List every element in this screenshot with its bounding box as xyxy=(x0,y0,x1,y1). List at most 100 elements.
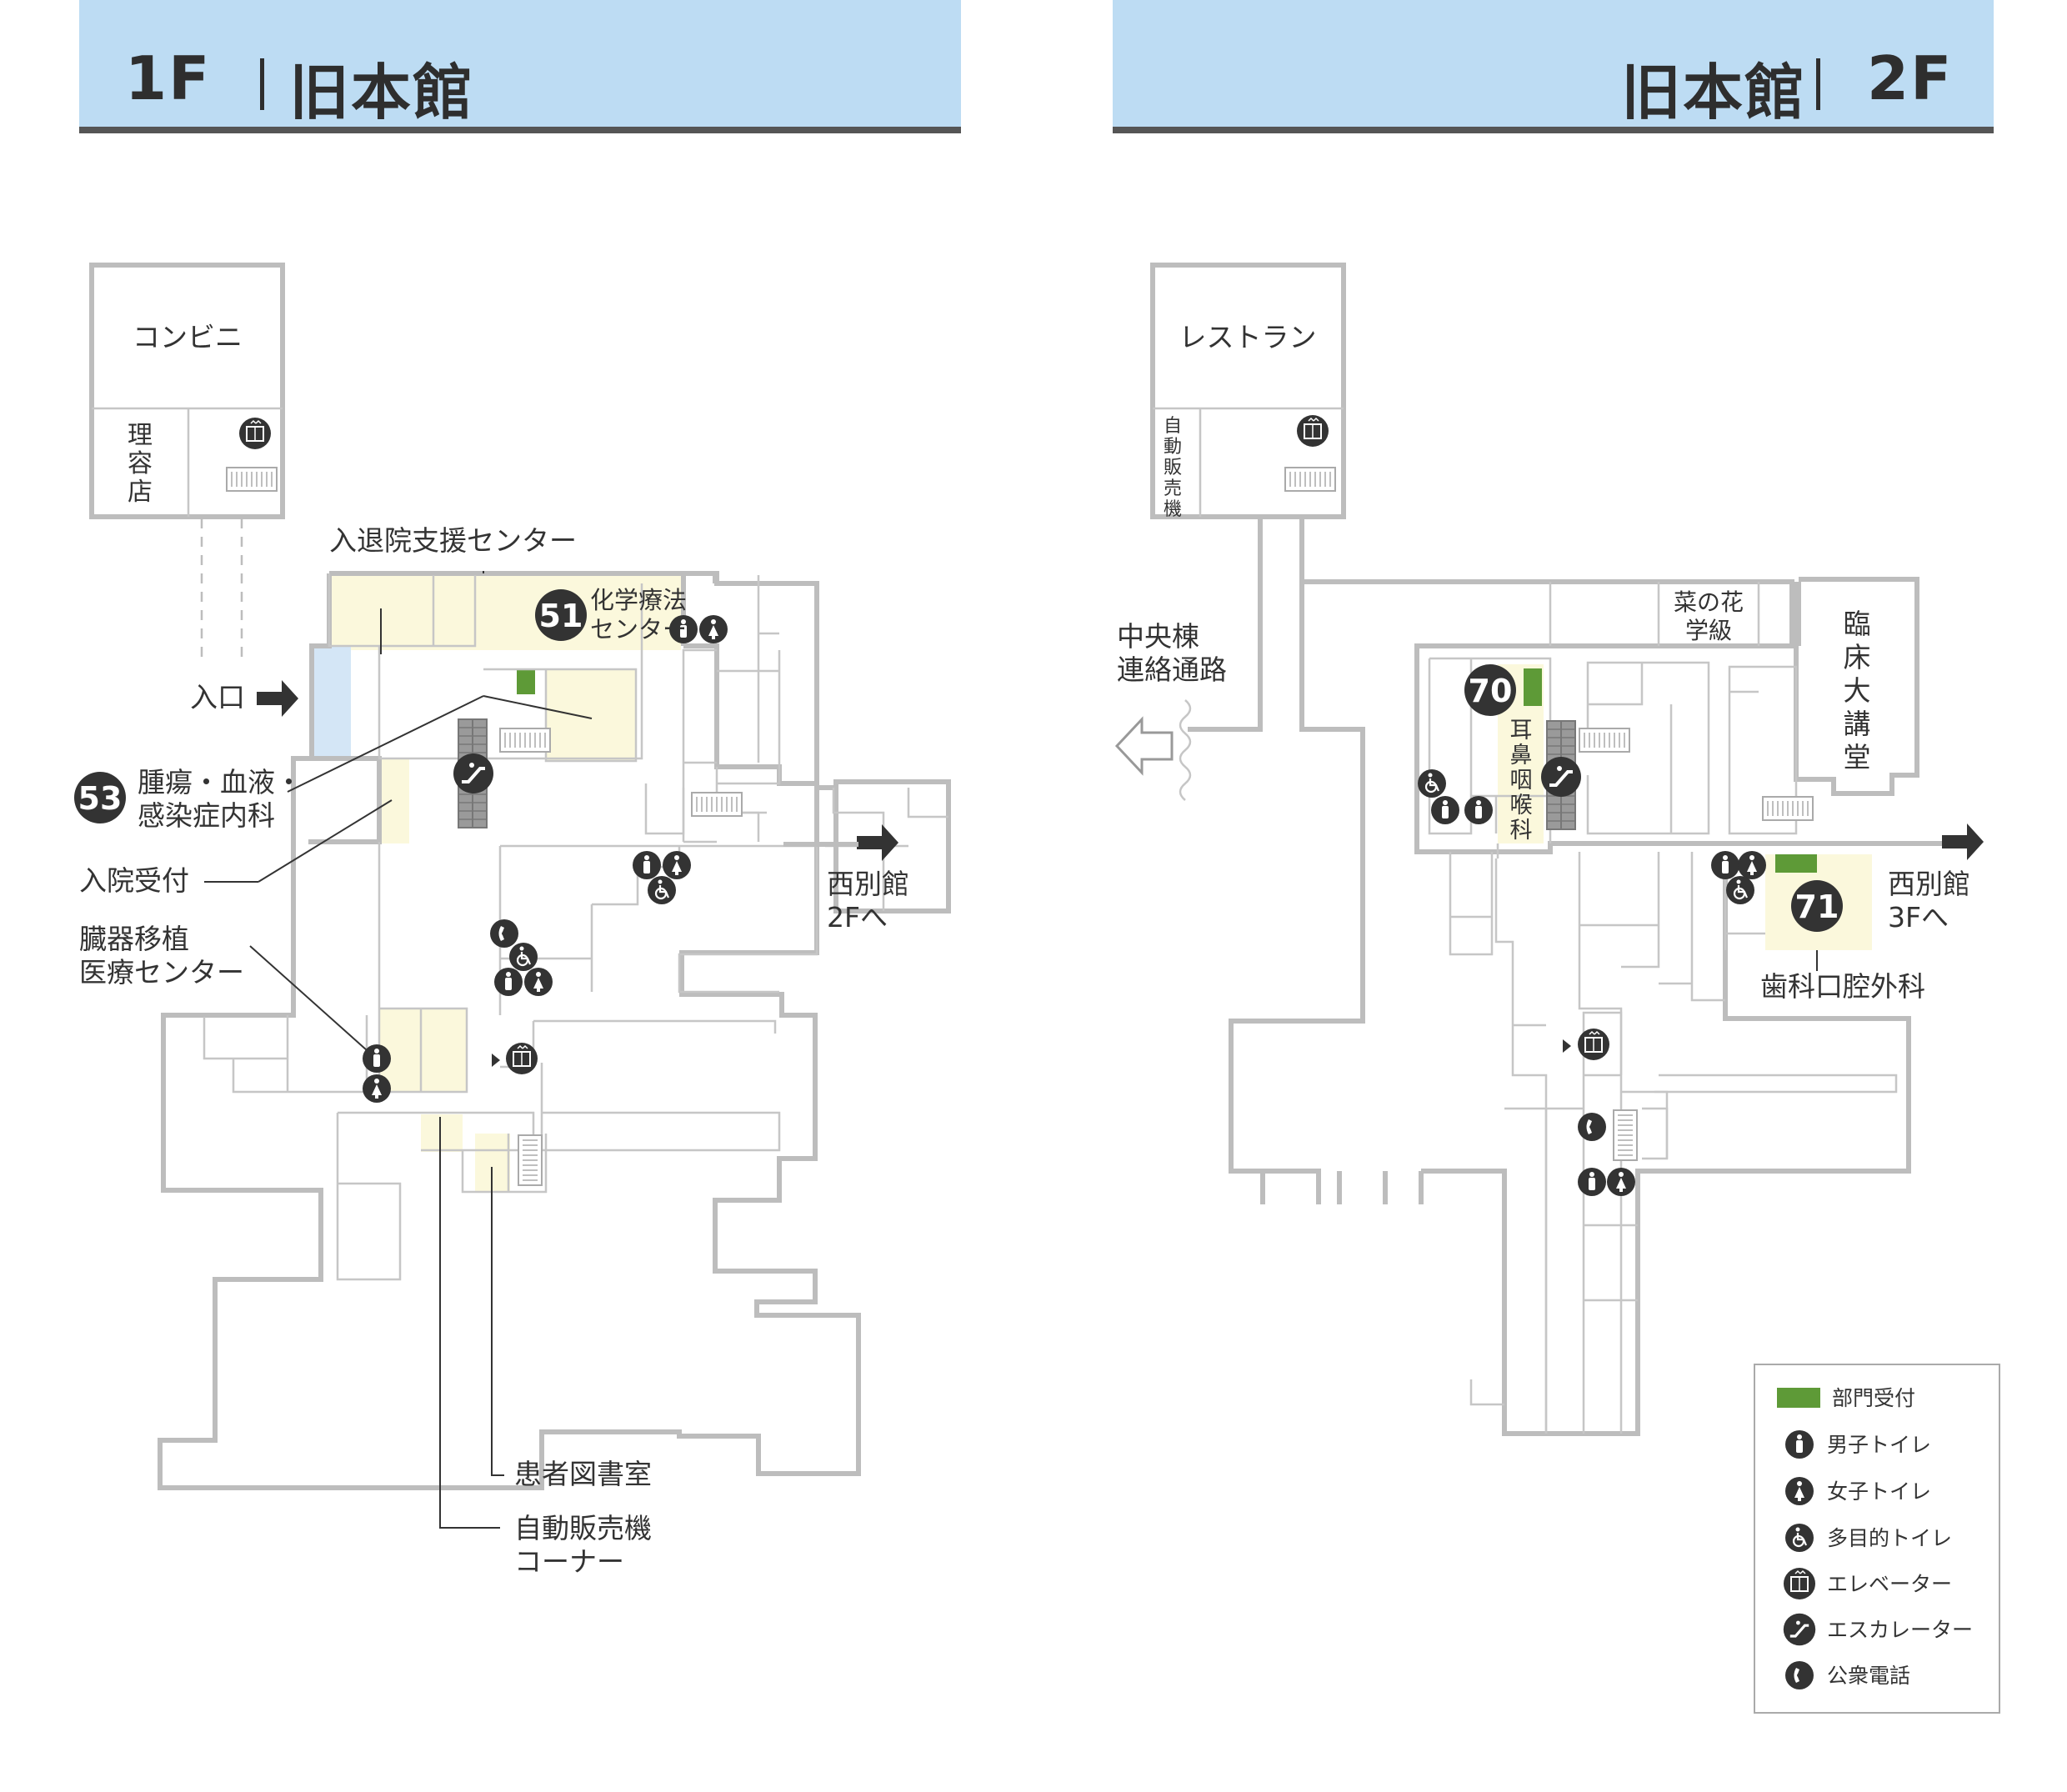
oncology-number-badge xyxy=(74,772,126,823)
dental-reception-mark xyxy=(1775,854,1817,873)
elevator-pointer-icon xyxy=(1563,1039,1571,1053)
west-annex-2f-label-1: 西別館 xyxy=(827,868,909,900)
west-annex-3f-label-2: 3Fへ xyxy=(1888,901,1949,934)
west-annex-3f-label-1: 西別館 xyxy=(1888,868,1970,900)
oncology-label-1: 腫瘍・血液・ xyxy=(138,766,303,798)
ent-number: 70 xyxy=(1469,673,1513,709)
accessible-toilet-icon xyxy=(1416,768,1448,799)
legend-label-accessible: 多目的トイレ xyxy=(1827,1526,1952,1550)
payphone-icon xyxy=(1578,1113,1606,1141)
west-annex-3f-arrow-icon xyxy=(1942,823,1984,860)
chemo-number: 51 xyxy=(539,598,583,634)
vending-label-2: 動 xyxy=(1164,437,1182,458)
dental-number: 71 xyxy=(1795,888,1839,925)
mens-toilet-icon xyxy=(1711,851,1739,879)
entrance-label: 入口 xyxy=(190,681,245,713)
reception-swatch xyxy=(1777,1388,1820,1408)
elevator-pointer-icon xyxy=(492,1054,500,1067)
nanohana-label-2: 学級 xyxy=(1685,617,1732,644)
restaurant-label: レストラン xyxy=(1179,321,1317,353)
vending-label-1: 自 xyxy=(1164,416,1182,437)
legend-label-escalator: エスカレーター xyxy=(1827,1618,1973,1642)
mens-toilet-icon xyxy=(633,851,661,879)
floor2-floor-label: 2F xyxy=(1867,43,1954,113)
elevator-icon xyxy=(1296,414,1329,448)
stairs-icon xyxy=(1613,1109,1638,1161)
transplant-label-2: 医療センター xyxy=(79,956,244,989)
floor1-map: 51 53 コンビニ 理 容 店 入退院支援センター 化学療法 センター 入口 … xyxy=(74,263,951,1578)
barber-label-3: 店 xyxy=(128,478,153,507)
admission-label: 入院受付 xyxy=(79,864,189,897)
floor1-floor-label: 1F xyxy=(125,43,212,113)
ent-label-1: 耳 xyxy=(1510,718,1533,743)
stairs-icon xyxy=(226,467,278,492)
stairs-icon xyxy=(499,728,551,753)
ent-number-badge xyxy=(1464,664,1516,716)
oncology-number: 53 xyxy=(78,780,123,817)
legend-label-elevator: エレベーター xyxy=(1827,1572,1952,1596)
west-annex-arrow-icon xyxy=(857,824,898,861)
chemo-label-1: 化学療法 xyxy=(590,586,687,614)
vending-label-4: 売 xyxy=(1164,478,1182,499)
discharge-support-room xyxy=(331,575,681,650)
ent-reception-mark xyxy=(1524,668,1542,706)
payphone-icon xyxy=(490,919,518,948)
mens-toilet-icon xyxy=(1464,796,1493,824)
dental-label: 歯科口腔外科 xyxy=(1760,970,1925,1003)
vending-label-5: 機 xyxy=(1164,499,1182,520)
floor2-building-label: 旧本館 xyxy=(1621,58,1807,128)
floor2-header: 旧本館 2F xyxy=(1113,0,1994,133)
nanohana-label-1: 菜の花 xyxy=(1674,588,1744,616)
west-annex-2f-label-2: 2Fへ xyxy=(827,901,888,934)
convenience-store-label: コンビニ xyxy=(133,321,243,353)
barber-label-2: 容 xyxy=(128,449,153,478)
legend-label-payphone: 公衆電話 xyxy=(1827,1664,1910,1688)
mens-toilet-icon xyxy=(1578,1168,1606,1196)
auditorium-label-3: 大 xyxy=(1844,674,1871,707)
stairs-icon xyxy=(691,792,743,817)
womens-toilet-icon xyxy=(363,1074,391,1103)
central-link-label-1: 中央棟 xyxy=(1117,620,1199,653)
legend-label-mens: 男子トイレ xyxy=(1827,1433,1931,1457)
ent-label-2: 鼻 xyxy=(1510,743,1533,768)
legend-label-womens: 女子トイレ xyxy=(1827,1479,1931,1504)
mens-toilet-icon xyxy=(1785,1430,1814,1459)
discharge-support-label: 入退院支援センター xyxy=(329,524,577,557)
floor1-building-label: 旧本館 xyxy=(289,58,475,128)
stairs-icon xyxy=(1284,467,1336,492)
womens-toilet-icon xyxy=(663,851,691,879)
oncology-room xyxy=(546,669,636,761)
floor1-header: 1F 旧本館 xyxy=(79,0,961,133)
elevator-icon xyxy=(238,417,272,450)
womens-toilet-icon xyxy=(1738,851,1766,879)
mens-toilet-icon xyxy=(363,1044,391,1073)
floor2-map: 70 71 レストラン 自 動 販 売 機 中央棟 連絡通路 菜の花 学級 臨 … xyxy=(1114,263,1984,1436)
vending-corner-label-1: 自動販売機 xyxy=(514,1512,652,1544)
ent-label-4: 喉 xyxy=(1510,793,1533,818)
auditorium-label-1: 臨 xyxy=(1844,608,1871,640)
accessible-toilet-icon xyxy=(1784,1522,1815,1554)
accessible-toilet-icon xyxy=(1724,874,1756,906)
escalator-icon xyxy=(1782,1612,1817,1647)
vending-label-3: 販 xyxy=(1164,458,1182,478)
chemo-reception-mark xyxy=(517,669,535,694)
legend: 部門受付 男子トイレ 女子トイレ 多目的トイレ エレベーター エスカレーター 公… xyxy=(1754,1364,2000,1714)
mens-toilet-icon xyxy=(1431,796,1459,824)
central-link-arrow-icon xyxy=(1114,716,1174,776)
barber-label-1: 理 xyxy=(128,421,153,450)
payphone-icon xyxy=(1785,1661,1814,1689)
chemo-number-badge xyxy=(535,589,587,641)
floor1-header-divider xyxy=(260,58,264,110)
oncology-label-2: 感染症内科 xyxy=(138,799,275,832)
stairs-icon xyxy=(1762,796,1814,821)
entrance-arrow-icon xyxy=(257,680,298,717)
stairs-icon xyxy=(1579,728,1630,753)
dental-number-badge xyxy=(1791,880,1843,932)
library-label: 患者図書室 xyxy=(514,1458,652,1490)
elevator-icon xyxy=(1783,1567,1816,1600)
central-link-label-2: 連絡通路 xyxy=(1117,653,1227,686)
accessible-toilet-icon xyxy=(508,941,539,973)
escalator-icon xyxy=(452,752,495,795)
accessible-toilet-icon xyxy=(646,874,678,906)
